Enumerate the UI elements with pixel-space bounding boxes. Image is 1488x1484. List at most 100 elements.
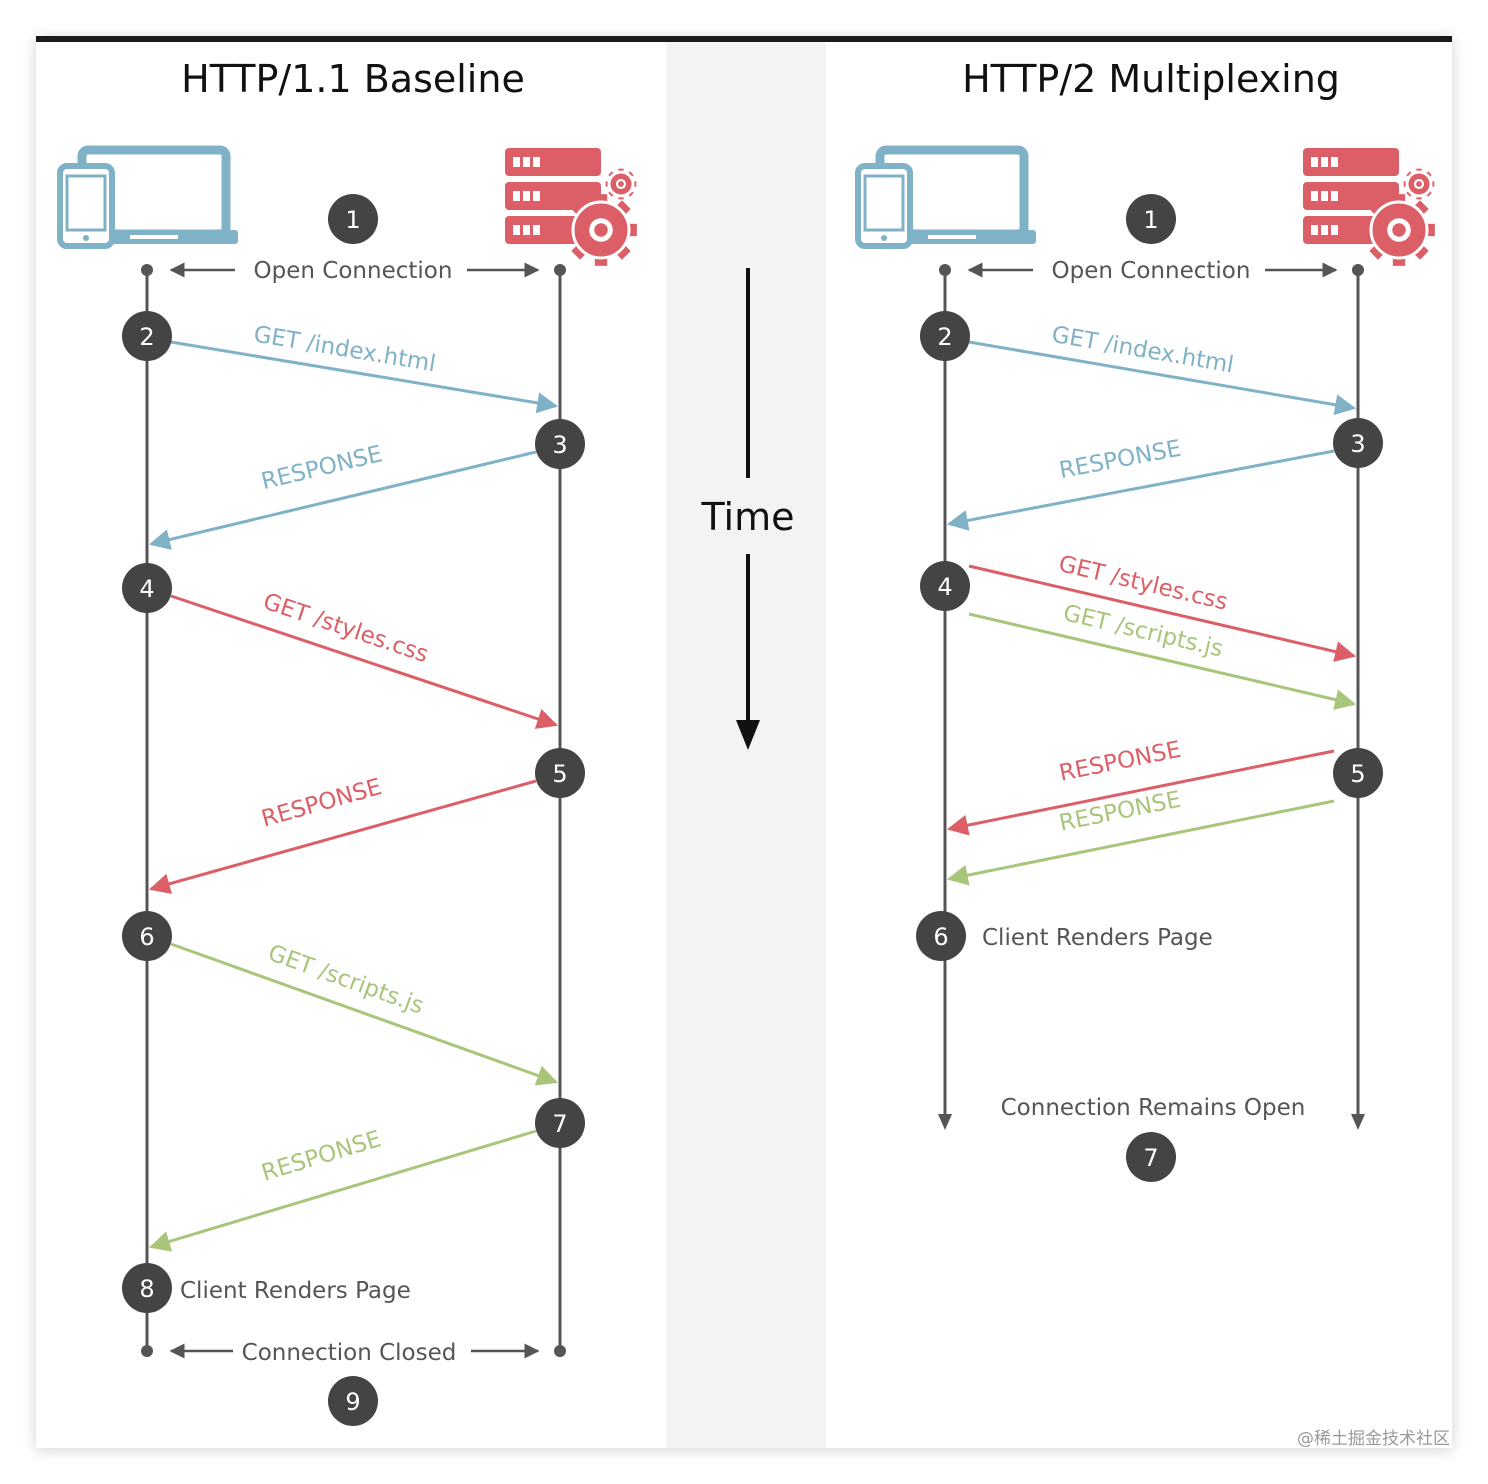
phone-screen (65, 174, 107, 232)
message-label: GET /styles.css (260, 589, 432, 668)
connection-closed-label: Connection Closed (242, 1340, 457, 1366)
gear-hub (618, 181, 624, 187)
client-lifeline-end (141, 1345, 153, 1357)
server-light (1321, 157, 1328, 167)
server-light (1321, 191, 1328, 201)
server-light (513, 225, 520, 235)
server-rack (1303, 148, 1399, 176)
message-arrow (968, 564, 1357, 662)
message-arrow (968, 340, 1357, 416)
client-lifeline-start (939, 264, 951, 276)
server-gear-icon (1303, 148, 1435, 266)
message-arrow (148, 779, 537, 895)
step-number: 4 (937, 573, 952, 601)
step-marker: 7 (1126, 1132, 1176, 1182)
step-marker: 5 (1333, 748, 1383, 798)
server-light (533, 157, 540, 167)
message-label: RESPONSE (259, 774, 385, 832)
panel-title: HTTP/1.1 Baseline (181, 57, 525, 101)
step-number: 9 (345, 1388, 360, 1416)
step-number: 8 (139, 1275, 154, 1303)
message-label: RESPONSE (1057, 737, 1183, 787)
large-gear-icon (1363, 194, 1435, 266)
client-lifeline-start (141, 264, 153, 276)
step-marker: 4 (920, 561, 970, 611)
time-arrow-head (736, 720, 760, 750)
step-circle (1126, 194, 1176, 244)
gear-hub (594, 223, 608, 237)
message-label: RESPONSE (259, 1126, 385, 1187)
phone-button (83, 235, 89, 241)
step-number: 1 (345, 206, 360, 234)
step-circle (535, 1098, 585, 1148)
small-gear-icon (605, 168, 637, 200)
message-arrow (148, 1129, 537, 1252)
server-light (1331, 191, 1338, 201)
panel-title: HTTP/2 Multiplexing (962, 57, 1340, 101)
step-marker: 2 (920, 311, 970, 361)
step-marker: 6 (916, 911, 966, 961)
message-label: RESPONSE (1057, 436, 1183, 485)
large-gear-icon (565, 194, 637, 266)
connection-open-label: Connection Remains Open (1001, 1095, 1306, 1121)
step-number: 7 (552, 1110, 567, 1138)
phone-button (881, 235, 887, 241)
message-arrow (148, 450, 537, 550)
time-label: Time (701, 495, 795, 539)
step-number: 3 (552, 431, 567, 459)
message-label: GET /index.html (1050, 322, 1236, 379)
server-lifeline-end (554, 1345, 566, 1357)
server-rack (1303, 182, 1399, 210)
devices-icon (855, 145, 1036, 249)
message-arrow (170, 594, 558, 729)
step-circle (535, 419, 585, 469)
step-circle (920, 311, 970, 361)
server-light (523, 157, 530, 167)
step-marker: 3 (1333, 418, 1383, 468)
server-light (1311, 157, 1318, 167)
step-marker: 1 (328, 194, 378, 244)
step-marker: 9 (328, 1376, 378, 1426)
server-rack (505, 182, 601, 210)
step-circle (122, 911, 172, 961)
server-light (1331, 157, 1338, 167)
open-connection-label: Open Connection (254, 258, 453, 284)
step-circle (920, 561, 970, 611)
step-circle (1333, 418, 1383, 468)
client-renders-label: Client Renders Page (180, 1278, 411, 1304)
server-gear-icon (505, 148, 637, 266)
step-circle (328, 194, 378, 244)
step-number: 2 (139, 323, 154, 351)
step-number: 1 (1143, 206, 1158, 234)
step-circle (1333, 748, 1383, 798)
open-connection-label: Open Connection (1052, 258, 1251, 284)
server-lifeline-start (1352, 264, 1364, 276)
watermark: @稀土掘金技术社区 (1297, 1429, 1450, 1449)
step-circle (1126, 1132, 1176, 1182)
step-circle (122, 563, 172, 613)
step-marker: 2 (122, 311, 172, 361)
devices-icon (57, 145, 238, 249)
step-number: 6 (139, 923, 154, 951)
step-number: 7 (1143, 1144, 1158, 1172)
step-circle (916, 911, 966, 961)
server-rack (505, 148, 601, 176)
message-arrow (946, 749, 1335, 836)
step-marker: 8 (122, 1263, 172, 1313)
message-arrow (170, 340, 559, 414)
step-number: 5 (1350, 760, 1365, 788)
message-arrow (968, 612, 1357, 710)
step-marker: 3 (535, 419, 585, 469)
phone-screen (863, 174, 905, 232)
server-light (1331, 225, 1338, 235)
message-label: GET /index.html (252, 321, 438, 377)
server-light (1311, 191, 1318, 201)
step-number: 2 (937, 323, 952, 351)
small-gear-icon (1403, 168, 1435, 200)
message-arrow (946, 799, 1335, 886)
server-light (513, 157, 520, 167)
server-light (513, 191, 520, 201)
step-number: 6 (933, 923, 948, 951)
